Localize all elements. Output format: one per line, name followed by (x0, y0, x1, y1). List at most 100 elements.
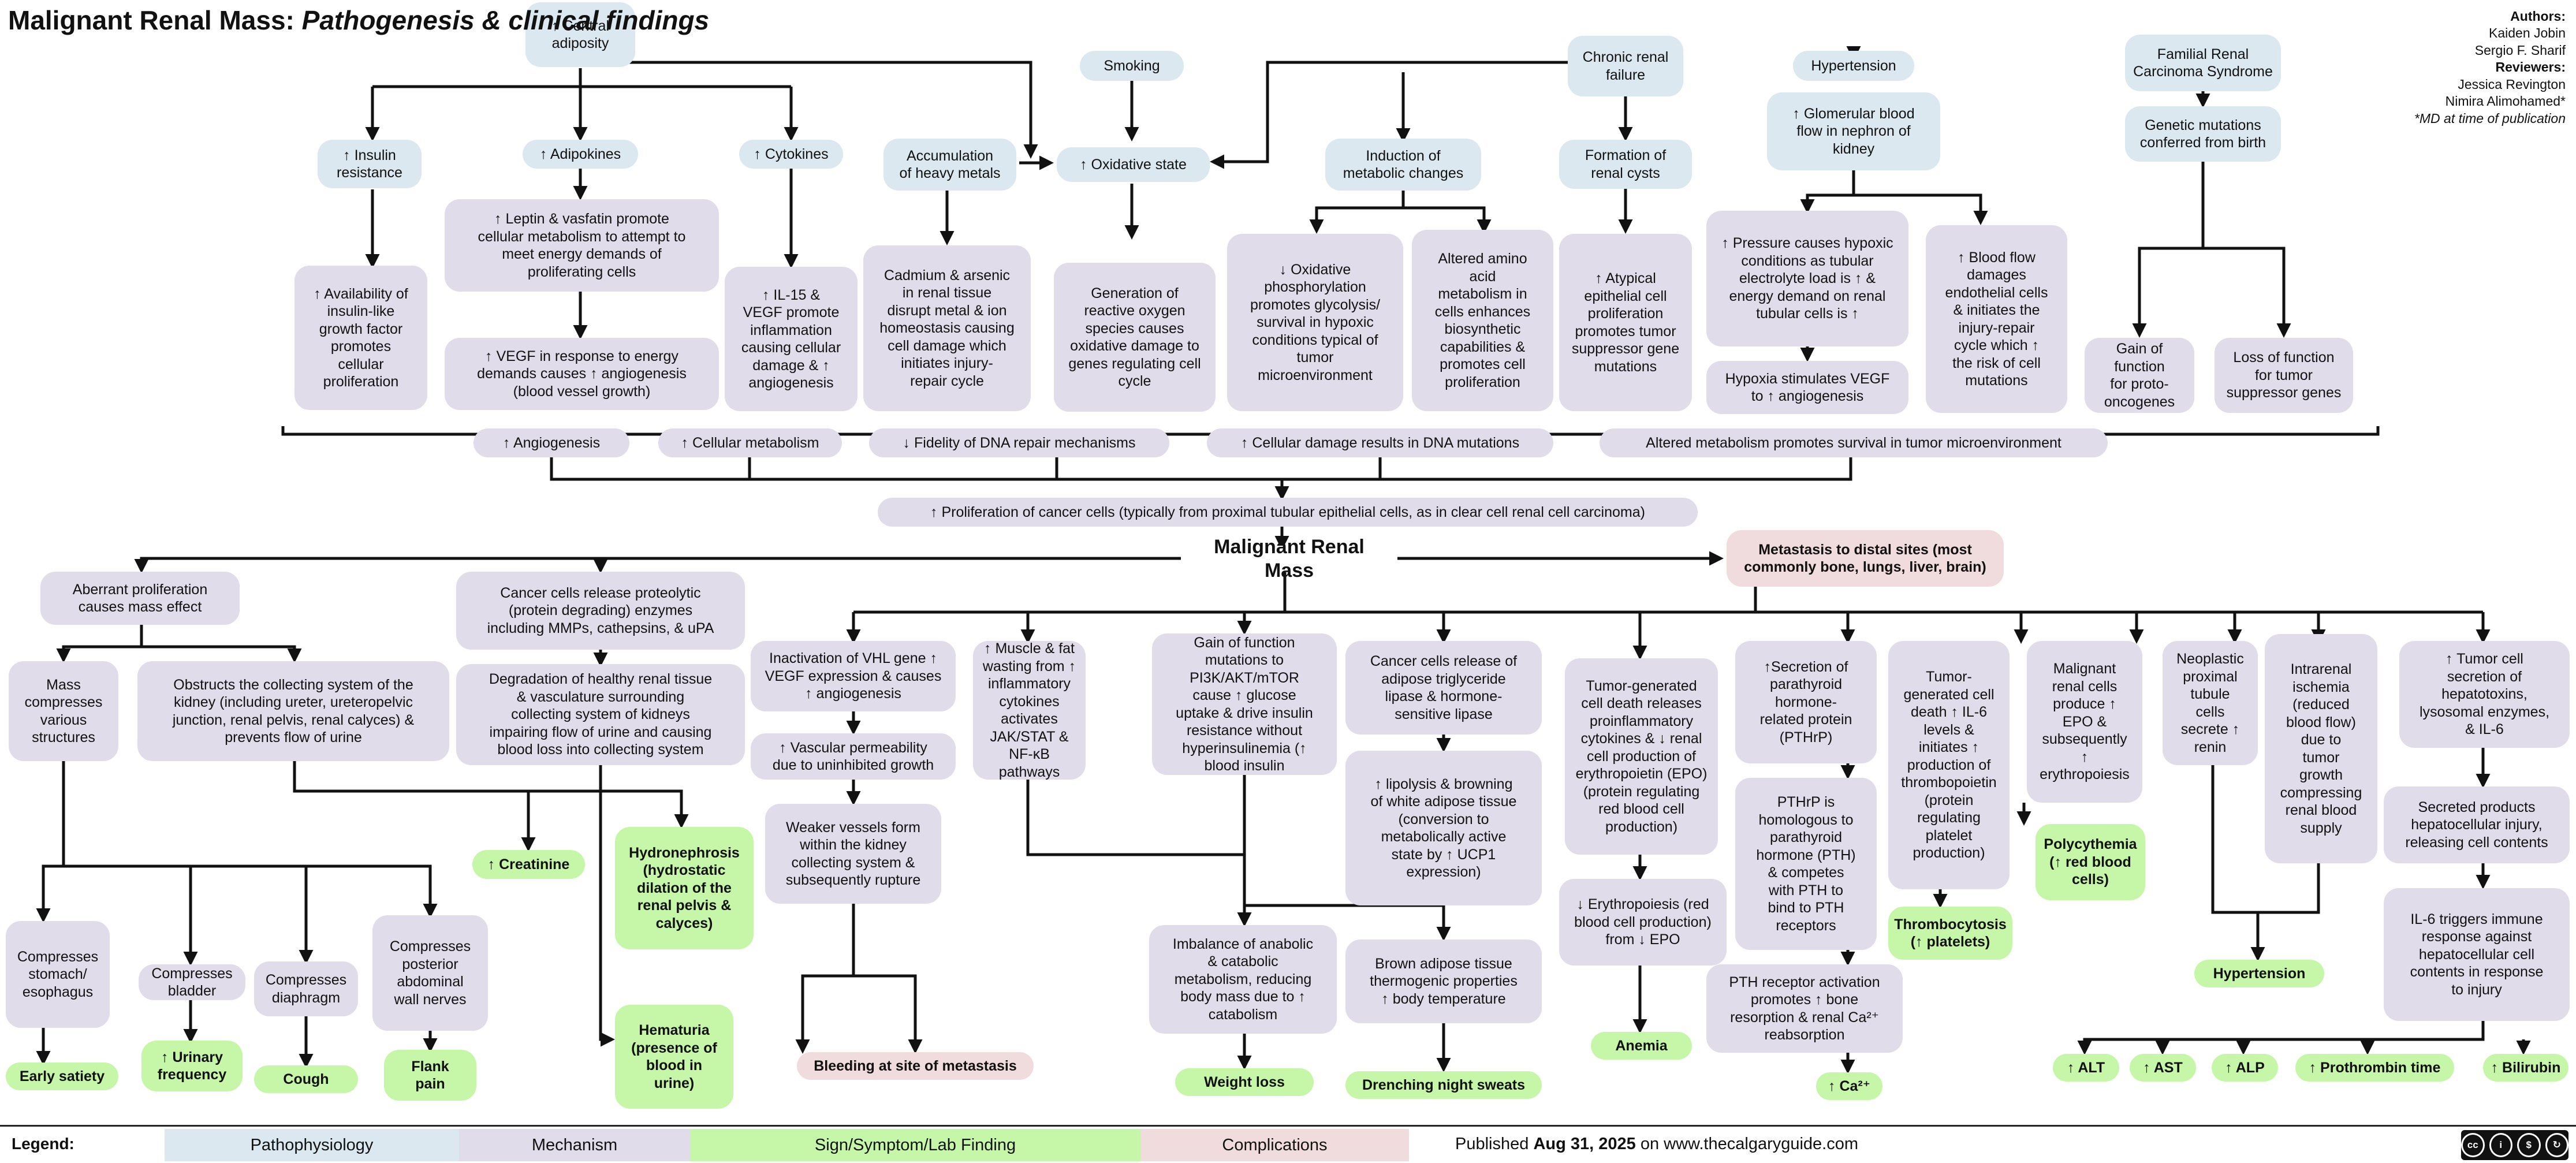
imbalance-anabolic-catabolic-box: Imbalance of anabolic & catabolic metabo… (1149, 925, 1337, 1034)
flank-pain-box: Flank pain (384, 1050, 476, 1101)
induction-metabolic-box: Induction of metabolic changes (1325, 139, 1481, 191)
tumor-suppressor-box: Loss of function for tumor suppressor ge… (2215, 338, 2353, 413)
hematuria-box: Hematuria (presence of blood in urine) (615, 1005, 733, 1109)
compresses-stomach-box: Compresses stomach/ esophagus (6, 921, 110, 1028)
calcium-box: ↑ Ca²⁺ (1816, 1072, 1882, 1100)
mass-compresses-box: Mass compresses various structures (9, 661, 118, 761)
malignant-epo-box: Malignant renal cells produce ↑ EPO & su… (2027, 641, 2142, 803)
legend-pathophysiology: Pathophysiology (165, 1129, 459, 1161)
author-1: Kaiden Jobin (2489, 25, 2566, 41)
published-prefix: Published (1455, 1135, 1529, 1153)
adipose-lipase-box: Cancer cells release of adipose triglyce… (1345, 641, 1542, 735)
lipolysis-browning-box: ↑ lipolysis & browning of white adipose … (1345, 751, 1542, 905)
brown-adipose-box: Brown adipose tissue thermogenic propert… (1345, 940, 1542, 1023)
genetic-mutations-box: Genetic mutations conferred from birth (2125, 106, 2281, 162)
published-suffix: on www.thecalgaryguide.com (1640, 1135, 1859, 1153)
erythropoiesis-decrease-box: ↓ Erythropoiesis (red blood cell product… (1559, 879, 1727, 966)
alt-box: ↑ ALT (2053, 1054, 2119, 1082)
legend-mechanism: Mechanism (459, 1129, 690, 1161)
hypoxia-vegf-box: Hypoxia stimulates VEGF to ↑ angiogenesi… (1706, 361, 1908, 414)
adipokines-box: ↑ Adipokines (523, 140, 638, 169)
proliferation-box: ↑ Proliferation of cancer cells (typical… (878, 498, 1698, 527)
insulin-like-growth-factor-box: ↑ Availability of insulin-like growth fa… (294, 266, 427, 410)
hydronephrosis-box: Hydronephrosis (hydrostatic dilation of … (615, 827, 754, 949)
malignant-renal-mass-box: Malignant Renal Mass (1181, 536, 1397, 582)
legend-complications: Complications (1140, 1129, 1409, 1161)
oxidative-phosphorylation-box: ↓ Oxidative phosphorylation promotes gly… (1227, 234, 1403, 411)
summary-cellular-metabolism-box: ↑ Cellular metabolism (658, 428, 842, 457)
reviewer-2: Nimira Alimohamed* (2445, 94, 2566, 109)
prothrombin-time-box: ↑ Prothrombin time (2295, 1054, 2454, 1082)
summary-dna-mutations-box: ↑ Cellular damage results in DNA mutatio… (1207, 428, 1553, 457)
proteolytic-enzymes-box: Cancer cells release proteolytic (protei… (456, 572, 745, 650)
hypertension-bottom-box: Hypertension (2194, 960, 2324, 987)
bleeding-metastasis-box: Bleeding at site of metastasis (797, 1052, 1034, 1080)
degradation-healthy-tissue-box: Degradation of healthy renal tissue & va… (456, 664, 745, 765)
muscle-fat-wasting-box: ↑ Muscle & fat wasting from ↑ inflammato… (973, 640, 1086, 780)
creatinine-box: ↑ Creatinine (472, 850, 585, 879)
insulin-resistance-box: ↑ Insulin resistance (318, 140, 422, 188)
reviewers-label: Reviewers: (2495, 59, 2566, 75)
vascular-permeability-box: ↑ Vascular permeability due to uninhibit… (751, 733, 956, 780)
summary-altered-metabolism-box: Altered metabolism promotes survival in … (1600, 428, 2108, 457)
aberrant-proliferation-box: Aberrant proliferation causes mass effec… (40, 572, 240, 625)
renal-cysts-box: Formation of renal cysts (1559, 140, 1692, 189)
neoplastic-renin-box: Neoplastic proximal tubule cells secrete… (2163, 641, 2258, 765)
vegf-energy-box: ↑ VEGF in response to energy demands cau… (445, 338, 719, 410)
compresses-bladder-box: Compresses bladder (139, 964, 245, 1000)
early-satiety-box: Early satiety (6, 1063, 118, 1090)
authors-label: Authors: (2510, 9, 2566, 24)
cadmium-arsenic-box: Cadmium & arsenic in renal tissue disrup… (863, 245, 1031, 411)
central-adiposity-box: ↑ Central adiposity (525, 2, 635, 67)
pressure-hypoxic-box: ↑ Pressure causes hypoxic conditions as … (1706, 211, 1908, 346)
urinary-frequency-box: ↑ Urinary frequency (141, 1041, 243, 1091)
weaker-vessels-box: Weaker vessels form within the kidney co… (765, 804, 941, 904)
pth-receptor-activation-box: PTH receptor activation promotes ↑ bone … (1706, 964, 1903, 1053)
reviewer-1: Jessica Revington (2458, 76, 2566, 92)
author-2: Sergio F. Sharif (2474, 42, 2566, 58)
pthrp-secretion-box: ↑Secretion of parathyroid hormone- relat… (1735, 641, 1877, 763)
il6-thrombopoietin-box: Tumor- generated cell death ↑ IL-6 level… (1888, 641, 2010, 889)
legend-sign-symptom: Sign/Symptom/Lab Finding (690, 1129, 1140, 1161)
familial-renal-carcinoma-box: Familial Renal Carcinoma Syndrome (2125, 35, 2281, 91)
intrarenal-ischemia-box: Intrarenal ischemia (reduced blood flow)… (2265, 634, 2377, 863)
tumor-cell-death-epo-box: Tumor-generated cell death releases proi… (1565, 658, 1718, 855)
summary-dna-repair-box: ↓ Fidelity of DNA repair mechanisms (869, 428, 1169, 457)
reactive-oxygen-species-box: Generation of reactive oxygen species ca… (1054, 263, 1216, 412)
ast-box: ↑ AST (2130, 1054, 2196, 1082)
pthrp-homologous-box: PTHrP is homologous to parathyroid hormo… (1735, 778, 1877, 950)
metastasis-box: Metastasis to distal sites (most commonl… (1727, 530, 2004, 587)
cytokines-box: ↑ Cytokines (739, 140, 843, 169)
il6-immune-response-box: IL-6 triggers immune response against he… (2384, 888, 2570, 1021)
alp-box: ↑ ALP (2212, 1054, 2278, 1082)
vhl-inactivation-box: Inactivation of VHL gene ↑ VEGF expressi… (751, 641, 956, 711)
title-main: Malignant Renal Mass: (8, 5, 294, 35)
glomerular-blood-flow-box: ↑ Glomerular blood flow in nephron of ki… (1767, 92, 1940, 170)
heavy-metals-box: Accumulation of heavy metals (883, 139, 1016, 191)
cough-box: Cough (254, 1065, 358, 1093)
smoking-box: Smoking (1080, 51, 1184, 81)
anemia-box: Anemia (1591, 1032, 1692, 1060)
page-title: Malignant Renal Mass: Pathogenesis & cli… (8, 5, 709, 36)
authors-note: *MD at time of publication (2414, 110, 2566, 126)
published-line: Published Aug 31, 2025 on www.thecalgary… (1455, 1135, 1858, 1154)
atypical-epithelial-box: ↑ Atypical epithelial cell proliferation… (1559, 234, 1692, 411)
il15-vegf-box: ↑ IL-15 & VEGF promote inflammation caus… (725, 267, 858, 411)
secreted-products-box: Secreted products hepatocellular injury,… (2384, 786, 2570, 863)
compresses-diaphragm-box: Compresses diaphragm (254, 961, 358, 1016)
polycythemia-box: Polycythemia (↑ red blood cells) (2036, 824, 2145, 900)
weight-loss-box: Weight loss (1175, 1068, 1314, 1096)
bilirubin-box: ↑ Bilirubin (2483, 1054, 2568, 1082)
authors-block: Authors: Kaiden Jobin Sergio F. Sharif R… (2414, 8, 2566, 127)
pi3k-akt-mtor-box: Gain of function mutations to PI3K/AKT/m… (1152, 633, 1337, 775)
legend-bar: Legend: Pathophysiology Mechanism Sign/S… (0, 1125, 2576, 1163)
proto-oncogenes-box: Gain of function for proto- oncogenes (2085, 338, 2194, 413)
hypertension-top-box: Hypertension (1793, 51, 1914, 81)
title-subtitle: Pathogenesis & clinical findings (301, 5, 710, 35)
blood-flow-damage-box: ↑ Blood flow damages endothelial cells &… (1926, 225, 2067, 413)
published-date: Aug 31, 2025 (1533, 1135, 1636, 1153)
leptin-vasfatin-box: ↑ Leptin & vasfatin promote cellular met… (445, 199, 719, 292)
thrombocytosis-box: Thrombocytosis (↑ platelets) (1888, 907, 2012, 960)
oxidative-state-box: ↑ Oxidative state (1057, 147, 1210, 182)
